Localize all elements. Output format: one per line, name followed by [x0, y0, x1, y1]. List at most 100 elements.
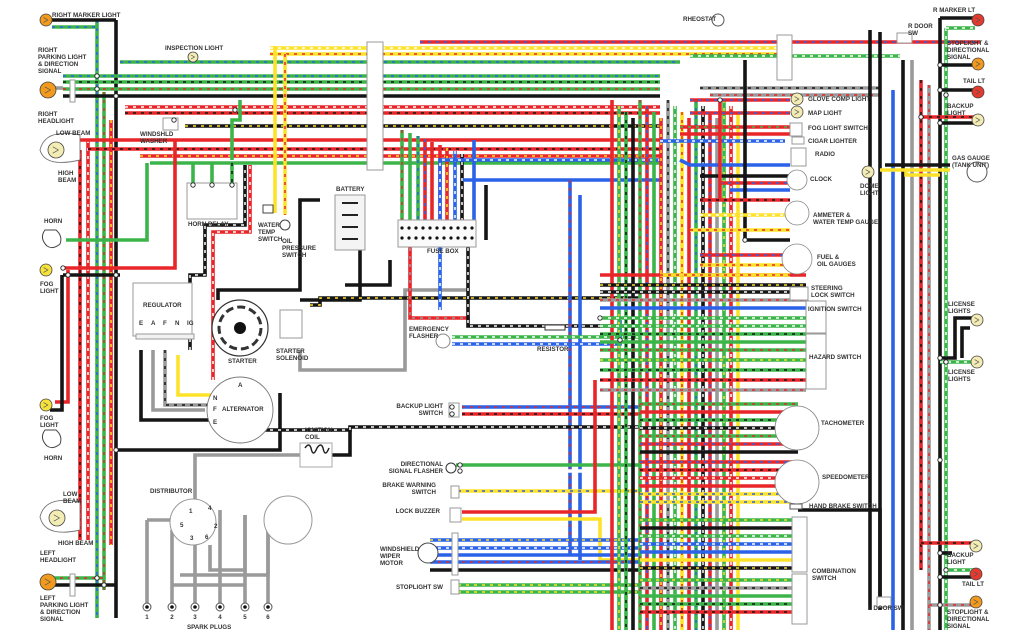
- lamp-body: [971, 113, 985, 127]
- label-lock-buzzer: LOCK BUZZER: [396, 508, 441, 515]
- wire-base: [50, 275, 64, 412]
- lamp-filament: [190, 54, 196, 60]
- label-tachometer: TACHOMETER: [821, 420, 865, 427]
- wire-flasher-blue: [452, 320, 622, 346]
- label-line: WATER: [258, 222, 280, 229]
- stoplight-directional-l: [969, 595, 983, 609]
- junction-node: [232, 107, 238, 113]
- wire-base: [151, 350, 205, 412]
- label-line: SOLENOID: [276, 355, 309, 362]
- label-stoplight-sw: STOPLIGHT SW: [396, 584, 443, 591]
- label-line: COMBINATION: [812, 568, 856, 575]
- label-distributor-pin: 3: [190, 535, 194, 542]
- label-line: 6: [205, 534, 209, 541]
- wire-solenoid-main: [310, 296, 640, 307]
- wire-base: [940, 316, 975, 360]
- fuse-terminal: [407, 226, 411, 230]
- lamp-body: [861, 165, 875, 179]
- label-line: AMMETER &: [813, 212, 851, 219]
- label-alternator-pin-f: F: [213, 406, 217, 413]
- directional-signal-flasher: [445, 462, 457, 474]
- fog-light-top: [39, 263, 53, 277]
- label-line: LEFT: [40, 595, 56, 602]
- lamp-filament: [973, 599, 979, 605]
- label-line: WINDSHLD: [140, 131, 174, 138]
- label-line: SWITCH: [419, 410, 444, 417]
- label-regulator-pin: A: [151, 320, 156, 327]
- spark-plug-center: [193, 605, 197, 609]
- wire-fuse-out-1: [408, 240, 470, 320]
- wire-dist-x2: [180, 520, 270, 577]
- wire-stripe: [189, 165, 246, 350]
- label-line: BEAM: [63, 498, 81, 505]
- label-line: LIGHT: [947, 559, 966, 566]
- lamp-filament: [974, 317, 980, 323]
- fuse-terminal: [421, 226, 425, 230]
- wire-radio: [679, 158, 790, 167]
- label-low-beam-r: LOW BEAM: [56, 130, 90, 137]
- fuse-terminal: [470, 226, 474, 230]
- hand-brake-switch: [789, 503, 803, 510]
- label-line: 6: [266, 614, 270, 621]
- label-line: SIGNAL: [40, 616, 64, 623]
- label-battery: BATTERY: [336, 186, 365, 193]
- lamp-filament: [794, 109, 800, 115]
- label-line: WATER TEMP GAUGE: [813, 219, 878, 226]
- wire-regulator-f: [163, 350, 213, 407]
- fuse-terminal: [456, 226, 460, 230]
- label-line: WASHER: [140, 138, 168, 145]
- label-starter: STARTER: [228, 358, 257, 365]
- wire-stripe: [164, 350, 213, 406]
- label-r-marker-lt: R MARKER LT: [933, 7, 975, 14]
- wiper-connector: [451, 532, 459, 576]
- label-line: R MARKER LT: [933, 7, 975, 14]
- fuel-oil-gauge: [781, 243, 813, 275]
- label-line: FUEL &: [817, 254, 840, 261]
- label-line: BEAM: [58, 177, 76, 184]
- dome-light: [861, 165, 875, 179]
- wire-base: [345, 260, 392, 287]
- label-line: HEADLIGHT: [40, 557, 76, 564]
- license-light-2: [970, 355, 984, 369]
- wire-handbrake: [798, 508, 882, 600]
- fuse-terminal: [456, 236, 460, 240]
- wires-layer: [50, 16, 980, 630]
- wire-license-1b: [960, 326, 970, 358]
- wire-base: [180, 520, 270, 577]
- label-line: RIGHT MARKER LIGHT: [52, 12, 121, 19]
- fuse-terminal: [400, 236, 404, 240]
- fuse-terminal: [463, 236, 467, 240]
- junction-node: [171, 117, 177, 123]
- junction-node: [742, 237, 748, 243]
- wire-batt-neg: [345, 260, 392, 287]
- wire-fuse-out-2: [466, 240, 640, 328]
- label-spark-plug-number: 6: [266, 614, 270, 621]
- label-line: BATTERY: [336, 186, 365, 193]
- wire-base: [208, 515, 247, 572]
- label-line: MOTOR: [380, 560, 403, 567]
- spark-plug-center: [218, 605, 222, 609]
- combination-switch: [791, 516, 808, 573]
- lamp-filament: [43, 267, 49, 273]
- label-line: RIGHT: [38, 47, 57, 54]
- backup-light-l: [969, 539, 983, 553]
- label-line: WINDSHIELD: [380, 546, 420, 553]
- wire-regulator-a: [151, 350, 205, 412]
- label-distributor-pin: 1: [189, 508, 193, 515]
- wire-coil-dist: [193, 453, 300, 500]
- label-regulator: REGULATOR: [143, 302, 182, 309]
- water-temp-switch: [262, 204, 274, 214]
- ignition-switch: [805, 300, 827, 334]
- label-line: N: [175, 320, 180, 327]
- label-glove-comp-light: GLOVE COMP LIGHT: [808, 96, 870, 103]
- wire-solenoid-batt: [300, 250, 362, 302]
- label-radio: RADIO: [815, 151, 835, 158]
- junction-node: [918, 114, 924, 120]
- lamp-filament: [52, 146, 60, 154]
- label-distributor-pin: 6: [205, 534, 209, 541]
